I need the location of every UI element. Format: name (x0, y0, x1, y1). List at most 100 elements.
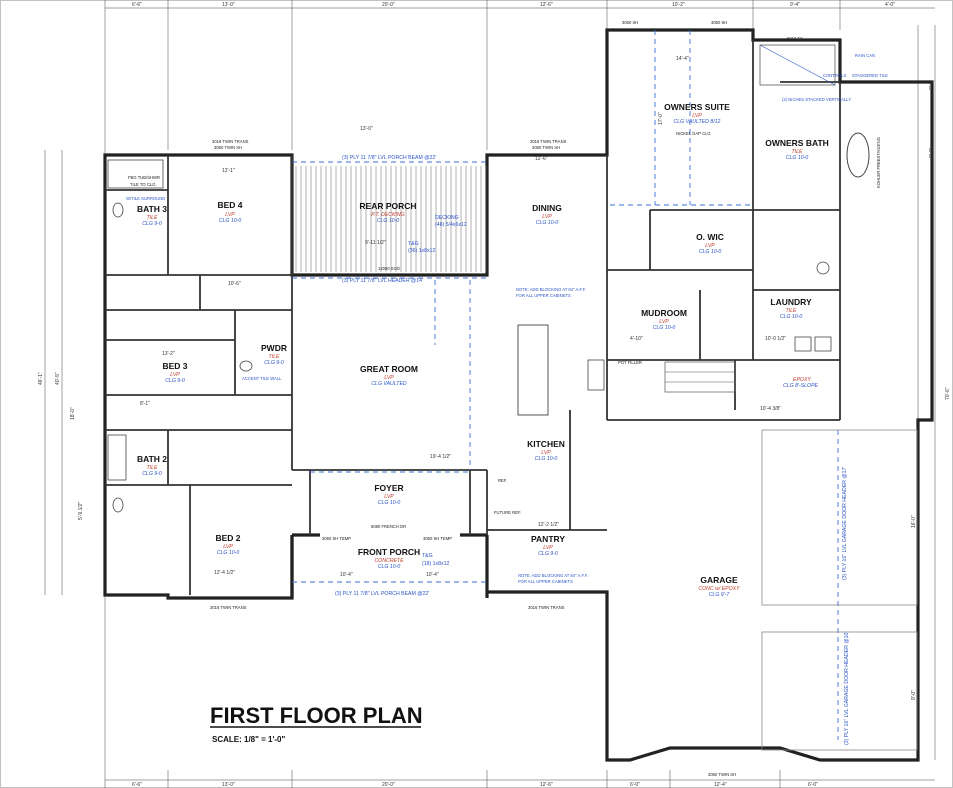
dim-top-2: 13'-0" (222, 2, 235, 8)
dim-top-4: 12'-6" (540, 2, 553, 8)
room-bed4-name: BED 4 (217, 200, 242, 210)
dim-right-3: 70'-6" (945, 387, 951, 400)
future-ref-note: FUTURE REF. (494, 510, 521, 515)
dim-bed4-depth: 10'-6" (228, 281, 241, 287)
blocking-note-3: NOTE: ADD BLOCKING AT 84" A.F.F. (518, 573, 588, 578)
tg-label-rear: T&G (408, 241, 419, 247)
room-mudroom-ceiling: CLG 10-0 (653, 325, 676, 331)
room-owic-material: LVP (705, 243, 715, 249)
room-bath3-ceiling: CLG 9-0 (142, 221, 162, 227)
notes: DECKING (46) 5/4x6x12 T&G (36) 1x8x12 T&… (126, 53, 888, 584)
room-owners-bath-name: OWNERS BATH (765, 138, 829, 148)
kohler-note: KOHLER FREESTANDING (876, 137, 881, 188)
dim-bottom-4: 12'-6" (540, 782, 553, 788)
exterior-walls (103, 28, 934, 762)
door-french: 6080 FRENCH DR (371, 524, 406, 529)
kitchen-island (517, 324, 549, 416)
toilet-pwdr (239, 360, 253, 372)
epoxy-note: EPOXY (793, 377, 811, 383)
bath3-tub (107, 159, 164, 189)
window-top-mid-sh: 3060 TWIN SH (532, 145, 560, 150)
dim-bottom-7: 6'-0" (808, 782, 818, 788)
dim-top-5: 10'-2" (672, 2, 685, 8)
beam-labels: (3) PLY 11 7/8" LVL PORCH BEAM @22' (3) … (335, 155, 850, 745)
room-rear-porch-material: P.T. DECKING (371, 212, 404, 218)
garage-steps (664, 361, 736, 393)
dim-top-3: 20'-0" (382, 2, 395, 8)
accent-tile-note: ACCENT TILE WALL (242, 376, 282, 381)
room-owic-ceiling: CLG 10-0 (699, 249, 722, 255)
decking-qty: (46) 5/4x6x12 (435, 222, 467, 228)
room-owic-name: O. WIC (696, 232, 724, 242)
room-bed3-ceiling: CLG 9-0 (165, 378, 185, 384)
dim-suite-width: 14'-4" (676, 56, 689, 62)
room-foyer-name: FOYER (374, 483, 403, 493)
rear-porch-beam-label: (3) PLY 11 7/8" LVL PORCH BEAM @22' (342, 155, 436, 161)
room-laundry-ceiling: CLG 10-0 (780, 314, 803, 320)
dim-top-6: 9'-4" (790, 2, 800, 8)
room-bath2-ceiling: CLG 9-0 (142, 471, 162, 477)
washer (794, 336, 812, 352)
room-pwdr-material: TILE (269, 354, 280, 360)
fbg-tub-note: FBG TUB/SHWR (128, 175, 160, 180)
freestanding-tub (846, 132, 870, 178)
room-owners-suite-ceiling: CLG VAULTED 8/12 (674, 119, 721, 125)
garage-doors (761, 429, 918, 751)
room-garage-material: CONC w/ EPOXY (698, 586, 740, 592)
room-garage-name: GARAGE (700, 575, 738, 585)
dim-great-room: 19'-4 1/2" (430, 454, 451, 460)
room-owners-bath-ceiling: CLG 10-0 (786, 155, 809, 161)
room-great-room-ceiling: CLG VAULTED (371, 381, 407, 387)
epoxy-slope-note: CLG 8'-SLOPE (783, 383, 819, 389)
room-mudroom-name: MUDROOM (641, 308, 687, 318)
room-dining-ceiling: CLG 10-0 (536, 220, 559, 226)
ref-note: REF. (498, 478, 507, 483)
dimension-lines (44, 0, 936, 788)
toilet-bath3 (112, 202, 124, 218)
room-front-porch-name: FRONT PORCH (358, 547, 420, 557)
plan-title: FIRST FLOOR PLAN (210, 703, 423, 728)
room-owners-bath-material: TILE (792, 149, 803, 155)
dim-bed3-width: 13'-2" (162, 351, 175, 357)
dim-front-porch-2: 10'-4" (426, 572, 439, 578)
tile-clg-note: TILE TO CLG. (130, 182, 157, 187)
dim-laundry: 10'-0 1/2" (765, 336, 786, 342)
room-rear-porch-ceiling: CLG 10-0 (377, 218, 400, 224)
rain-can-note: RAIN CAN (855, 53, 875, 58)
dim-front-porch-1: 10'-4" (340, 572, 353, 578)
tg-qty-rear: (36) 1x8x12 (408, 248, 436, 254)
room-great-room-material: LVP (384, 375, 394, 381)
opening-labels: 3016 TWIN TRANS 3060 TWIN SH 3016 TWIN T… (210, 20, 803, 777)
dashed-lines (292, 30, 839, 740)
room-bed3-material: LVP (170, 372, 180, 378)
staggered-tile-note: STAGGERED TILE (852, 73, 888, 78)
room-garage-ceiling: CLG 9'-7 (709, 592, 731, 598)
dim-right-4: 16'-0" (911, 515, 917, 528)
room-kitchen-name: KITCHEN (527, 439, 565, 449)
window-bottom-pantry: 3016 TWIN TRANS (528, 605, 565, 610)
dimension-texts: 6'-6" 13'-0" 20'-0" 12'-6" 10'-2" 9'-4" … (38, 2, 951, 788)
room-pantry-ceiling: CLG 9-0 (538, 551, 558, 557)
owners-shower (759, 44, 836, 86)
dryer (814, 336, 832, 352)
room-labels: BED 4 LVP CLG 10-0 BATH 3 TILE CLG 9-0 R… (137, 102, 829, 598)
dim-right-2: 8'-6" (929, 148, 935, 158)
window-foyer-right: 3060 SH TEMP (423, 536, 452, 541)
room-laundry-name: LAUNDRY (770, 297, 812, 307)
room-bath2-material: TILE (147, 465, 158, 471)
room-laundry-material: TILE (786, 308, 797, 314)
dim-bed4-width: 12'-1" (222, 168, 235, 174)
controls-note: CONTROLS (823, 73, 846, 78)
room-pantry-name: PANTRY (531, 534, 565, 544)
room-rear-porch-name: REAR PORCH (359, 201, 416, 211)
room-bed4-material: LVP (225, 212, 235, 218)
room-bed2-ceiling: CLG 10-0 (217, 550, 240, 556)
dim-bottom-5: 6'-0" (630, 782, 640, 788)
window-bath-top: 5010 FX (787, 36, 803, 41)
room-pwdr-name: PWDR (261, 343, 287, 353)
dim-suite-depth: 17'-0" (658, 112, 664, 125)
window-top-mid-trans: 3016 TWIN TRANS (530, 139, 567, 144)
door-slider: 12080 SGD (378, 266, 400, 271)
window-suite-a: 3050 SH (622, 20, 638, 25)
